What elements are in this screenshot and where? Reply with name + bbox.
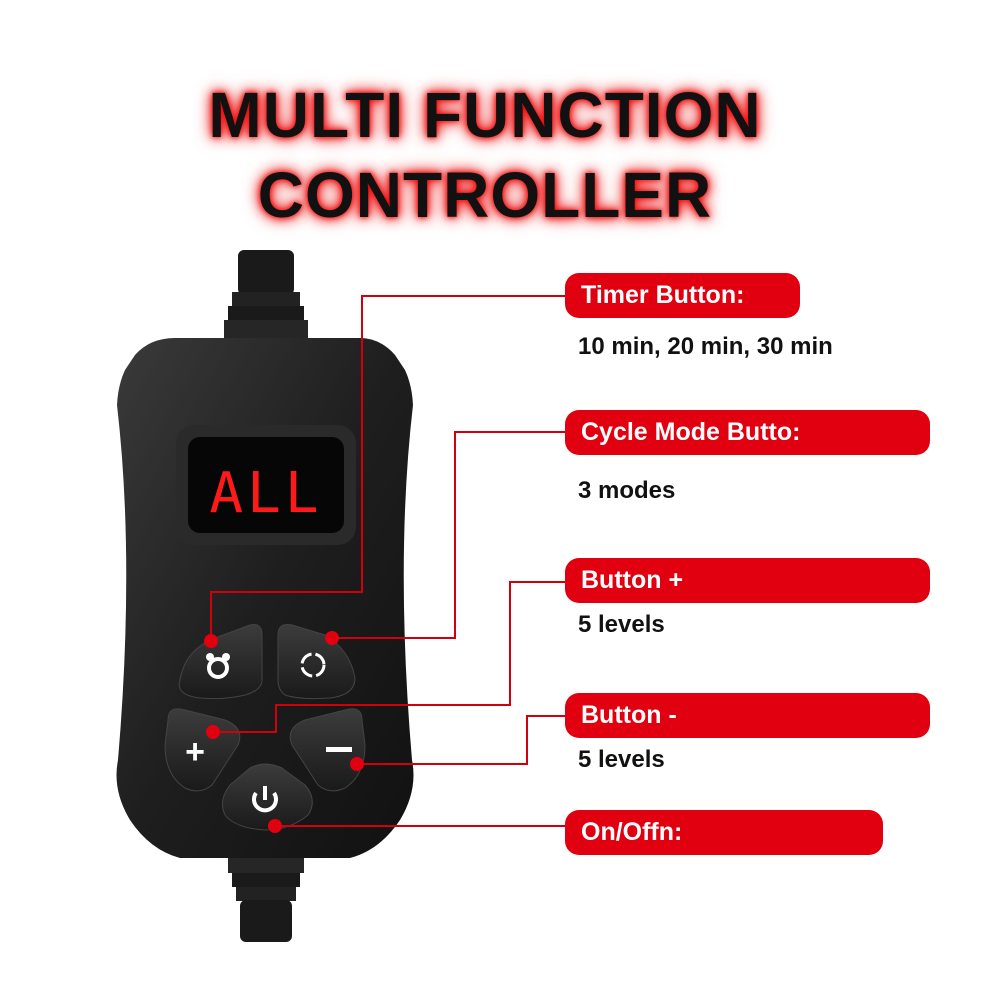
plus-button-desc: 5 levels xyxy=(578,611,665,638)
leader-dots xyxy=(204,631,364,833)
cycle-icon xyxy=(300,652,326,678)
bottom-cable xyxy=(228,855,304,942)
display-screen xyxy=(188,437,344,533)
minus-button[interactable] xyxy=(289,708,366,792)
title-line-2: CONTROLLER xyxy=(257,159,713,231)
title-line-1: MULTI FUNCTION xyxy=(208,79,762,151)
cycle-mode-desc: 3 modes xyxy=(578,477,676,504)
leader-lines xyxy=(210,295,565,827)
power-icon xyxy=(252,786,278,813)
minus-button-desc: 5 levels xyxy=(578,746,665,773)
power-button-label: On/Offn: xyxy=(565,810,883,855)
top-cable xyxy=(224,250,308,338)
timer-button-label: Timer Button: xyxy=(565,273,800,318)
minus-button-label: Button - xyxy=(565,693,930,738)
timer-button-desc: 10 min, 20 min, 30 min xyxy=(578,333,833,360)
plus-icon: + xyxy=(185,733,205,771)
alarm-clock-icon xyxy=(206,653,230,679)
cycle-mode-label: Cycle Mode Butto: xyxy=(565,410,930,455)
plus-button[interactable]: + xyxy=(164,708,241,792)
minus-icon xyxy=(326,747,352,752)
display-text: ALL xyxy=(209,461,322,526)
plus-button-label: Button + xyxy=(565,558,930,603)
